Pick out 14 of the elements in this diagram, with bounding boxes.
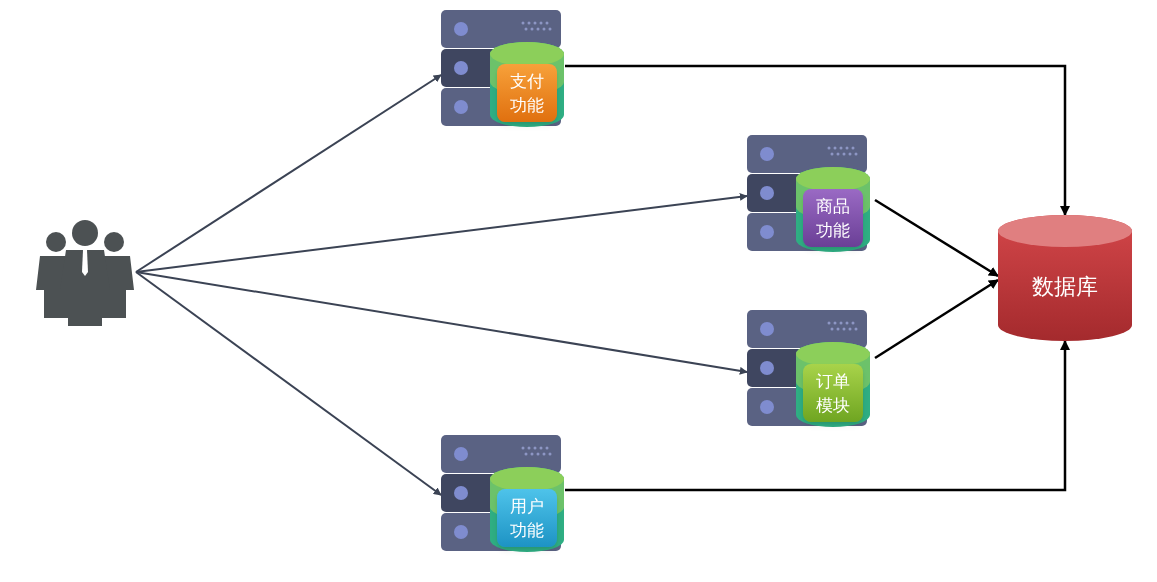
arrow bbox=[874, 198, 999, 278]
module-name: 商品功能 bbox=[815, 195, 851, 242]
database-label: 数据库 bbox=[1032, 272, 1098, 301]
arrow bbox=[135, 271, 442, 496]
people-icon bbox=[34, 220, 136, 326]
arrow bbox=[135, 74, 442, 273]
database-cylinder bbox=[998, 215, 1132, 341]
arrow bbox=[565, 340, 1070, 492]
arrow bbox=[565, 64, 1070, 216]
module-name: 用户功能 bbox=[509, 495, 545, 542]
module-name: 支付功能 bbox=[509, 70, 545, 117]
arrow bbox=[874, 278, 999, 360]
module-name: 订单模块 bbox=[815, 370, 851, 417]
arrow bbox=[135, 271, 748, 375]
